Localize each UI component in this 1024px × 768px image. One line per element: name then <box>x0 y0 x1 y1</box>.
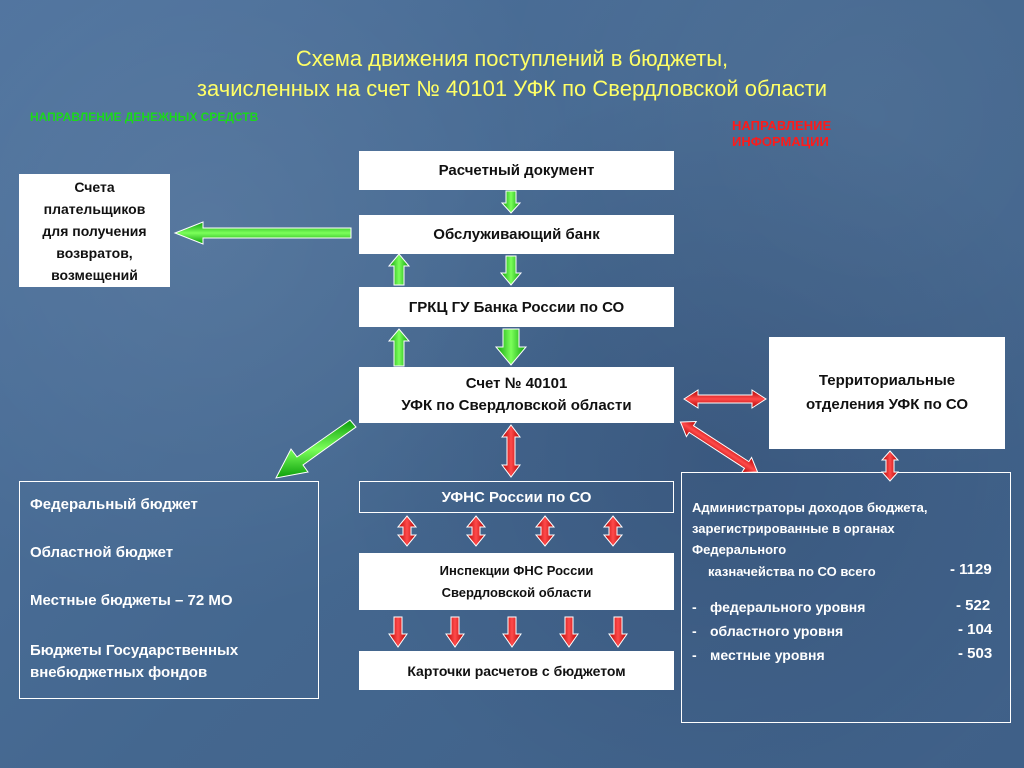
arrow-grkc-to-bank-icon <box>387 253 411 286</box>
arrow-account-territorial-icon <box>683 389 767 409</box>
arrow-doc-to-bank-icon <box>500 190 522 214</box>
inspections-cards-arrows <box>388 616 628 648</box>
budgets-box: Федеральный бюджет Областной бюджет Мест… <box>19 481 319 699</box>
arrow-ufns-inspections-3-icon <box>534 515 556 547</box>
level-row-regional: - областного уровня - 104 <box>692 621 993 639</box>
administrators-text: Администраторы доходов бюджета, зарегист… <box>692 500 928 557</box>
arrow-inspections-cards-3-icon <box>502 616 522 648</box>
settlement-cards-box: Карточки расчетов с бюджетом <box>359 651 674 690</box>
territorial-ufk-box: Территориальные отделения УФК по СО <box>769 337 1005 449</box>
level-label: областного уровня <box>710 623 844 639</box>
level-value: - 503 <box>958 645 993 662</box>
budget-item-local: Местные бюджеты – 72 МО <box>30 592 233 609</box>
administrators-total-row: казначейства по СО всего - 1129 <box>692 561 1000 585</box>
settlement-document-box: Расчетный документ <box>359 151 674 190</box>
level-value: - 522 <box>956 597 991 614</box>
level-label: федерального уровня <box>710 599 866 615</box>
arrow-grkc-to-account-icon <box>494 328 528 366</box>
arrow-inspections-cards-4-icon <box>559 616 579 648</box>
arrow-account-to-grkc-icon <box>387 328 411 367</box>
arrow-ufns-inspections-2-icon <box>465 515 487 547</box>
budget-item-regional: Областной бюджет <box>30 544 174 561</box>
administrators-total-value: - 1129 <box>950 561 992 578</box>
account-40101-box: Счет № 40101 УФК по Свердловской области <box>359 367 674 423</box>
ufns-inspections-arrows <box>396 515 624 547</box>
arrow-account-ufns-icon <box>501 424 521 478</box>
legend-info-direction: НАПРАВЛЕНИЕ ИНФОРМАЦИИ <box>732 118 832 149</box>
budget-item-funds: Бюджеты Государственных внебюджетных фон… <box>30 642 239 681</box>
arrow-account-to-budgets-icon <box>275 419 357 479</box>
budget-item-federal: Федеральный бюджет <box>30 496 198 513</box>
account-40101-line1: Счет № 40101 <box>465 375 568 392</box>
administrators-box: Администраторы доходов бюджета, зарегист… <box>681 472 1011 723</box>
administrators-total-label: казначейства по СО всего <box>708 564 876 579</box>
fns-inspections-box: Инспекции ФНС России Свердловской област… <box>359 553 674 610</box>
arrow-bank-to-grkc-icon <box>499 255 523 286</box>
ufns-box: УФНС России по СО <box>359 481 674 513</box>
arrow-bank-to-payers-icon <box>173 221 352 245</box>
level-row-local: - местные уровня - 503 <box>692 645 993 663</box>
arrow-ufns-inspections-1-icon <box>396 515 418 547</box>
level-row-federal: - федерального уровня - 522 <box>692 597 991 615</box>
level-value: - 104 <box>958 621 993 638</box>
arrow-inspections-cards-2-icon <box>445 616 465 648</box>
payer-accounts-box: Счета плательщиков для получения возврат… <box>19 174 170 287</box>
servicing-bank-box: Обслуживающий банк <box>359 215 674 254</box>
account-40101-line2: УФК по Свердловской области <box>401 397 632 414</box>
grkc-box: ГРКЦ ГУ Банка России по СО <box>359 287 674 327</box>
legend-money-direction: НАПРАВЛЕНИЕ ДЕНЕЖНЫХ СРЕДСТВ <box>30 110 259 124</box>
arrow-inspections-cards-5-icon <box>608 616 628 648</box>
arrow-ufns-inspections-4-icon <box>602 515 624 547</box>
title-line-2: зачисленных на счет № 40101 УФК по Сверд… <box>196 76 828 101</box>
title-line-1: Схема движения поступлений в бюджеты, <box>295 46 729 71</box>
page-title: Схема движения поступлений в бюджеты, за… <box>0 44 1024 104</box>
arrow-account-administrators-icon <box>679 420 759 474</box>
arrow-inspections-cards-1-icon <box>388 616 408 648</box>
arrow-territorial-administrators-icon <box>880 450 900 482</box>
level-label: местные уровня <box>710 647 825 663</box>
